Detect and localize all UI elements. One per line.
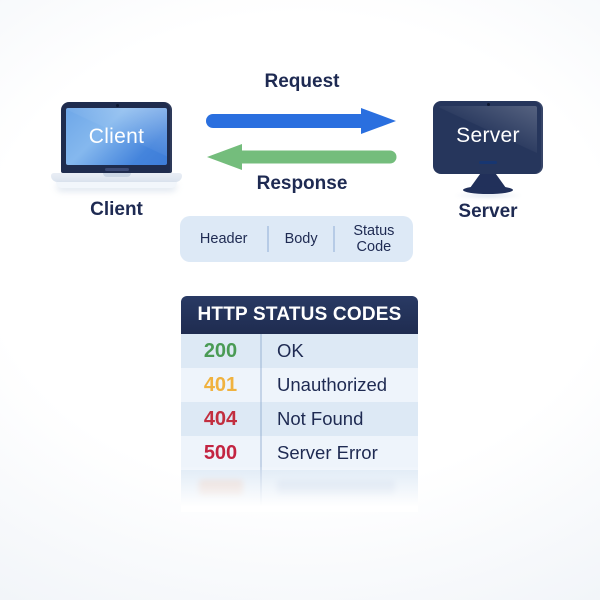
laptop-keyboard-deck (51, 173, 182, 182)
laptop-camera-dot (115, 104, 119, 107)
table-row: 200 OK (181, 334, 418, 368)
monitor-screen-bar (479, 161, 497, 164)
status-label-cell: Server Error (260, 436, 418, 470)
status-label-cell: Unauthorized (260, 368, 418, 402)
packet-structure-bar: Header Body Status Code (180, 216, 413, 262)
status-label-cell: Not Found (260, 402, 418, 436)
packet-divider (267, 226, 269, 252)
packet-divider (333, 226, 335, 252)
server-caption: Server (458, 201, 518, 222)
server-screen-label: Server (456, 124, 520, 147)
client-device: Client Client (51, 99, 182, 221)
monitor-stand-neck (470, 173, 506, 188)
response-arrow-icon (207, 144, 397, 170)
status-code-cell: 401 (203, 373, 238, 396)
monitor-stand-base (463, 186, 513, 194)
http-status-codes-table: HTTP STATUS CODES 200 OK 401 Unauthorize… (181, 296, 418, 512)
monitor-bezel: Server (433, 101, 543, 174)
status-code-cell: 404 (203, 407, 238, 430)
table-row: 404 Not Found (181, 402, 418, 436)
response-label: Response (256, 173, 348, 194)
client-screen-label: Client (88, 124, 145, 148)
faded-ghost-row (181, 467, 418, 512)
packet-segment-header: Header (199, 230, 248, 247)
laptop-base-lip (56, 182, 177, 188)
request-label: Request (264, 71, 340, 92)
status-code-cell: 200 (203, 339, 238, 362)
laptop-deck-notch (102, 173, 131, 177)
status-code-cell: 500 (203, 441, 238, 464)
table-title: HTTP STATUS CODES (181, 296, 418, 334)
table-row: 401 Unauthorized (181, 368, 418, 402)
laptop-hinge-bar (104, 168, 129, 171)
laptop-screen: Client (66, 108, 167, 165)
table-fade-out (181, 467, 418, 512)
request-arrow-icon (206, 108, 396, 134)
monitor-screen: Server (439, 106, 537, 166)
monitor-shadow (440, 191, 536, 200)
status-label-cell: OK (260, 334, 418, 368)
server-device: Server Server (433, 101, 543, 223)
laptop-bezel: Client (61, 102, 172, 173)
packet-segment-body: Body (284, 230, 318, 247)
table-row: 500 Server Error (181, 436, 418, 470)
monitor-camera-dot (487, 103, 490, 106)
client-caption: Client (90, 199, 143, 220)
packet-segment-status-code: Status Code (353, 222, 395, 255)
